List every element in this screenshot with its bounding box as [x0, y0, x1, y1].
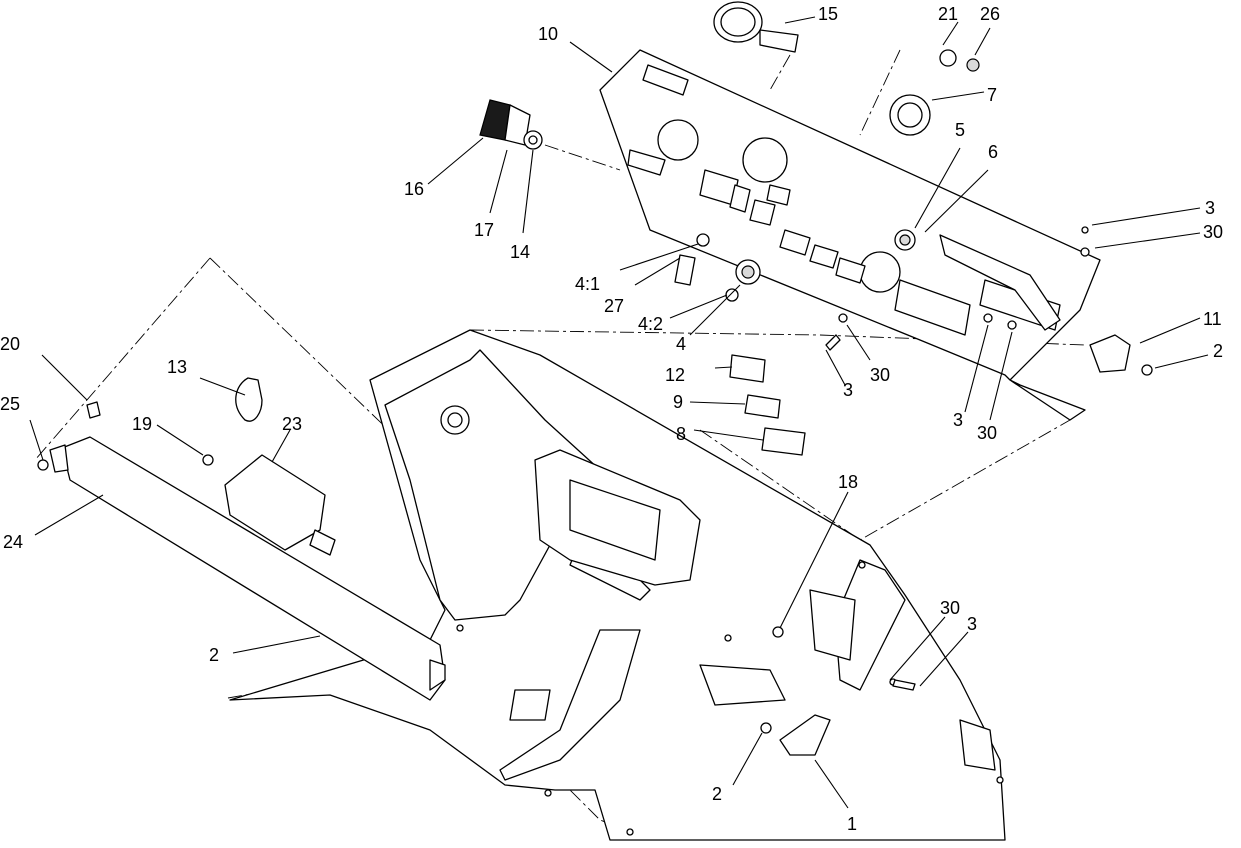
light-7	[889, 94, 931, 136]
hour-meter-15	[713, 1, 799, 53]
key-switch-4	[674, 233, 761, 302]
callout-27: 27	[604, 296, 624, 316]
dash-panel	[599, 49, 1101, 421]
callout-9: 9	[673, 392, 683, 412]
callout-2-bottom: 2	[712, 784, 722, 804]
leader-lines	[29, 16, 1209, 809]
spacer-20-25-19	[37, 401, 214, 471]
callout-17: 17	[474, 220, 494, 240]
callout-4: 4	[676, 334, 686, 354]
callout-4-2: 4:2	[638, 314, 663, 334]
callout-4-1: 4:1	[575, 274, 600, 294]
callout-24: 24	[3, 532, 23, 552]
ignition-switch-5-6	[894, 229, 916, 251]
tie-13	[235, 377, 263, 422]
callout-11: 11	[1203, 309, 1222, 329]
callout-5: 5	[955, 120, 965, 140]
switch-16	[479, 99, 531, 146]
nut-14	[523, 130, 543, 150]
callout-15: 15	[818, 4, 838, 24]
callout-14: 14	[510, 242, 530, 262]
callout-labels: 10 15 21 26 7 5 6 3 30 11 2 16 17 14 4:1…	[0, 4, 1223, 834]
callout-12: 12	[665, 365, 685, 385]
callout-1: 1	[847, 814, 857, 834]
callout-3-top: 3	[1205, 198, 1215, 218]
cover-24	[49, 436, 446, 701]
callout-30-top: 30	[1203, 222, 1223, 242]
callout-30-mid: 30	[870, 365, 890, 385]
callout-3-mid: 3	[843, 380, 853, 400]
callout-30-bottom: 30	[940, 598, 960, 618]
callout-8: 8	[676, 424, 686, 444]
relays	[729, 354, 806, 456]
callout-3-bottom: 3	[967, 614, 977, 634]
callout-2-left: 2	[209, 645, 219, 665]
callout-16: 16	[404, 179, 424, 199]
callout-3-right: 3	[953, 410, 963, 430]
callout-30-right: 30	[977, 423, 997, 443]
bracket-11	[1089, 334, 1153, 376]
callout-25: 25	[0, 394, 20, 414]
lamp-21-26	[939, 49, 980, 72]
bracket-1	[779, 714, 831, 756]
box-23	[224, 454, 336, 556]
callout-18: 18	[838, 472, 858, 492]
callout-10: 10	[538, 24, 558, 44]
callout-23: 23	[282, 414, 302, 434]
callout-21: 21	[938, 4, 958, 24]
callout-20: 20	[0, 334, 20, 354]
callout-13: 13	[167, 357, 187, 377]
callout-7: 7	[987, 85, 997, 105]
callout-26: 26	[980, 4, 1000, 24]
callout-2-right: 2	[1213, 341, 1223, 361]
frame-base	[229, 329, 1006, 841]
callout-19: 19	[132, 414, 152, 434]
callout-6: 6	[988, 142, 998, 162]
